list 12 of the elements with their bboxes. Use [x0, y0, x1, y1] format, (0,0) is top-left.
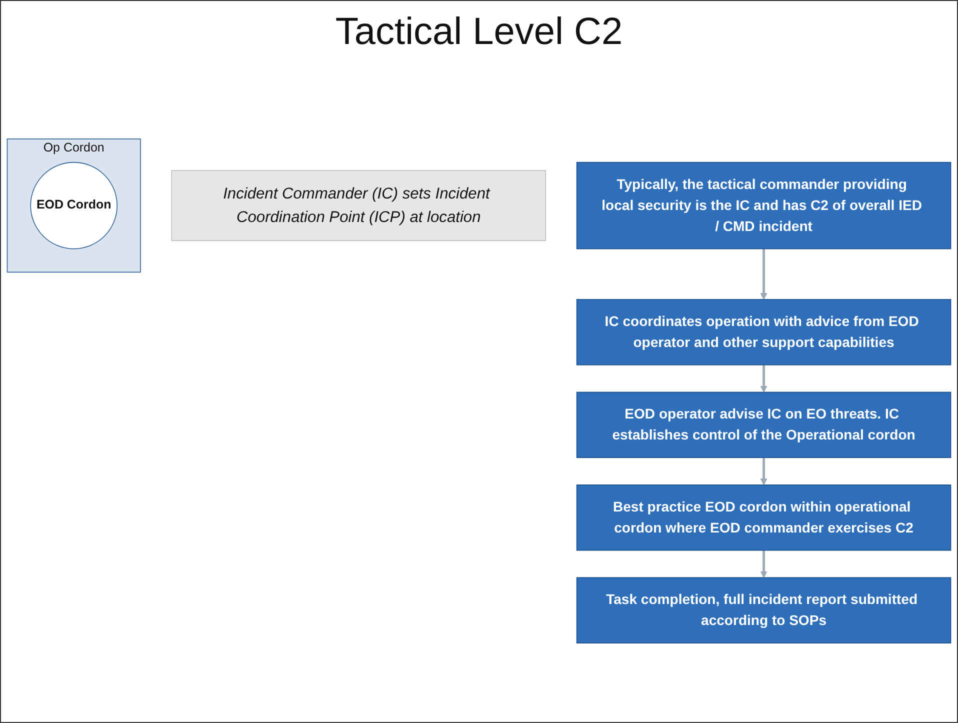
diagram-title: Tactical Level C2 [335, 11, 623, 54]
node-box: Task completion, full incident report submitted according to SOPs [576, 577, 952, 644]
node-circle: EOD Cordon [30, 162, 118, 250]
node-box: EOD operator advise IC on EO threats. IC establishes control of the Operational cordon [576, 392, 952, 458]
node-box: Incident Commander (IC) sets Incident Coordination Point (ICP) at location [171, 170, 546, 242]
node-box: Typically, the tactical commander providing local security is the IC and has C2 of overall IED / CMD incident [576, 162, 952, 250]
arrow [760, 550, 768, 578]
node-box: IC coordinates operation with advice from EOD operator and other support capabilities [576, 299, 952, 366]
arrow [760, 458, 768, 486]
arrow [760, 248, 768, 300]
node-box: Best practice EOD cordon within operational cordon where EOD commander exercises C2 [576, 484, 952, 551]
arrow [760, 364, 768, 392]
